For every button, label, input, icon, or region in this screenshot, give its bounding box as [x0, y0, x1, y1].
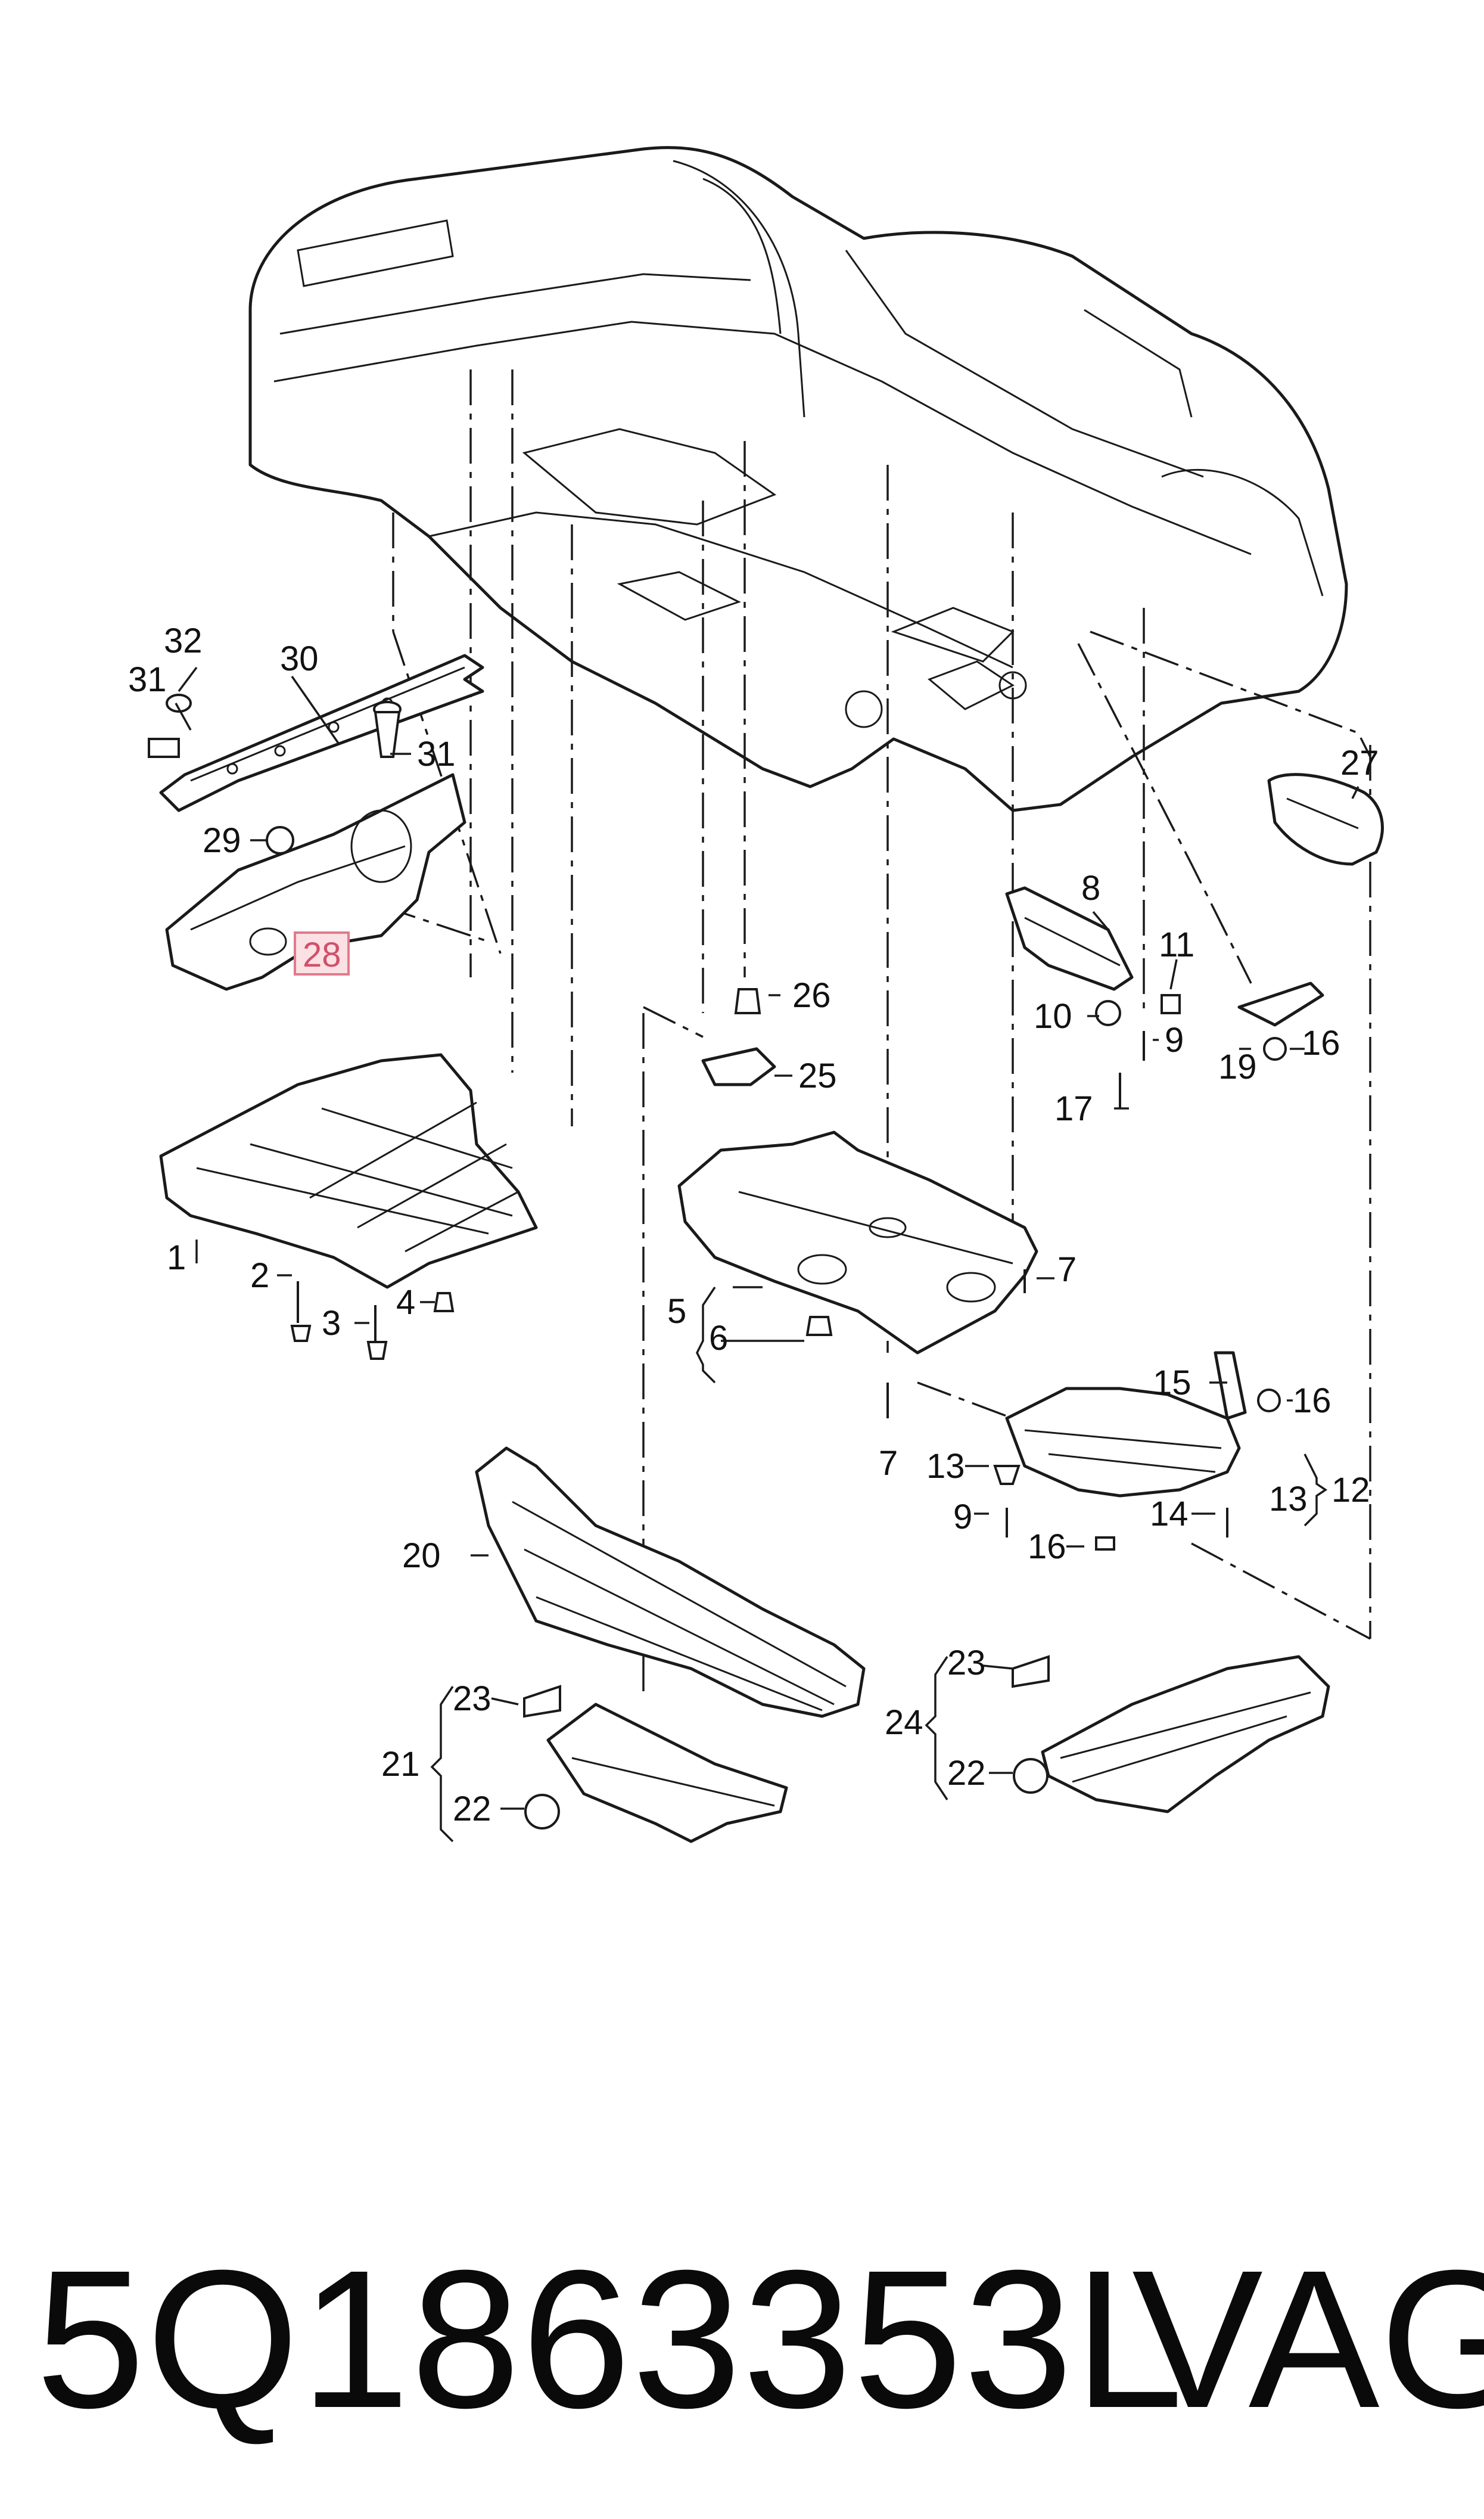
part-1-fasteners	[290, 1281, 455, 1360]
part-21-rear-shield	[523, 1685, 788, 1843]
part-31-32-fasteners	[148, 694, 402, 758]
label-23a: 23	[453, 1679, 491, 1718]
label-32: 32	[164, 622, 203, 660]
part-5-fasteners	[805, 1269, 1026, 1418]
part-12-fasteners	[993, 1389, 1281, 1551]
label-4: 4	[396, 1283, 415, 1322]
label-28: 28	[303, 936, 341, 974]
label-23b: 23	[947, 1644, 986, 1682]
exploded-parts-diagram: 1 2 3 4 5 6 7 7 8 9 9 10 11 12 13 13 14 …	[128, 146, 1384, 1843]
leader-lines	[175, 666, 1359, 1843]
label-17: 17	[1054, 1089, 1093, 1128]
label-14: 14	[1150, 1495, 1189, 1533]
part-25-26-bracket	[701, 988, 776, 1086]
label-20: 20	[402, 1536, 441, 1575]
label-22a: 22	[453, 1790, 491, 1828]
label-31b: 31	[417, 735, 456, 774]
part-27-rear-shield	[1267, 773, 1384, 866]
label-15: 15	[1153, 1363, 1191, 1402]
label-13b: 13	[1269, 1480, 1308, 1518]
label-19: 19	[1218, 1048, 1257, 1086]
label-16b: 16	[1293, 1381, 1331, 1420]
label-21: 21	[381, 1745, 420, 1784]
part-24-rear-shield	[1012, 1655, 1330, 1813]
label-9a: 9	[1165, 1021, 1184, 1060]
brand: VAG	[1132, 2229, 1484, 2449]
label-12: 12	[1331, 1471, 1370, 1509]
part-labels: 1 2 3 4 5 6 7 7 8 9 9 10 11 12 13 13 14 …	[128, 622, 1379, 1828]
label-7a: 7	[1057, 1250, 1077, 1289]
label-16a: 16	[1302, 1024, 1340, 1063]
part-1-front-underbody-panel	[159, 1053, 538, 1289]
label-2: 2	[250, 1256, 269, 1295]
part-5-center-panel	[677, 1130, 1038, 1355]
part-8-bracket	[1005, 886, 1134, 991]
label-1: 1	[167, 1238, 186, 1277]
label-29: 29	[203, 821, 241, 860]
part-9-10-11-17-fasteners	[1095, 994, 1181, 1108]
label-27: 27	[1340, 744, 1379, 782]
label-22b: 22	[947, 1754, 986, 1793]
part-29-clip	[266, 826, 294, 855]
part-19-bracket	[1237, 981, 1324, 1061]
label-6: 6	[709, 1319, 728, 1358]
label-13a: 13	[926, 1447, 965, 1486]
label-8: 8	[1081, 869, 1100, 908]
label-31a: 31	[128, 660, 167, 699]
part-28-heat-shield	[165, 773, 466, 991]
part-number: 5Q1863353L	[36, 2229, 1185, 2449]
label-24: 24	[885, 1703, 923, 1742]
label-5: 5	[667, 1292, 686, 1331]
label-30: 30	[280, 639, 319, 678]
label-26: 26	[792, 976, 831, 1015]
part-20-tunnel-shield	[475, 1446, 866, 1718]
label-16c: 16	[1028, 1527, 1066, 1566]
vehicle-body-underside	[248, 146, 1348, 812]
label-10: 10	[1034, 997, 1072, 1036]
label-7b: 7	[879, 1444, 898, 1483]
label-25: 25	[798, 1057, 837, 1095]
part-12-rear-panel	[1005, 1351, 1247, 1498]
highlight-box-28	[294, 931, 350, 976]
label-9b: 9	[953, 1498, 972, 1536]
label-3: 3	[322, 1304, 341, 1343]
label-11: 11	[1159, 925, 1194, 964]
